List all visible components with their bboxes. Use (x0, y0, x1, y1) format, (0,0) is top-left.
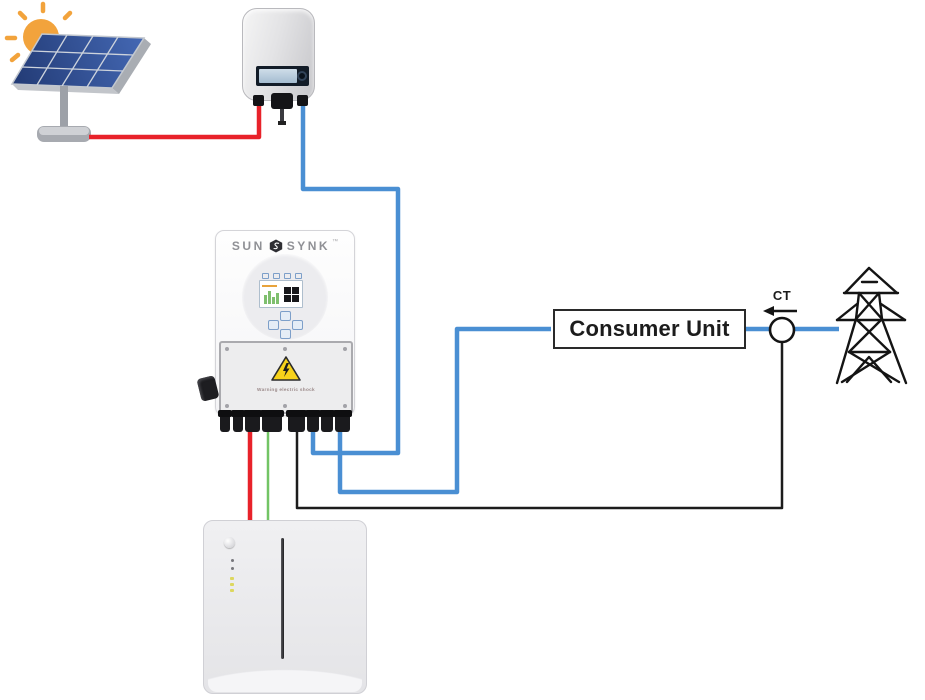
battery-handle-slot (281, 538, 284, 659)
wiring-box: Warning electric shock (219, 341, 353, 414)
pv-input-connector (253, 95, 264, 106)
hybrid-lcd-screen (259, 280, 303, 308)
battery-grid-tiles (284, 287, 299, 302)
gland (218, 410, 232, 432)
ac-output-connector (297, 95, 308, 106)
connector-stem-tip (278, 121, 286, 125)
wire-hybrid-to-consumer-unit (337, 326, 551, 495)
connector-stem (280, 109, 284, 124)
battery-base-sheen (208, 658, 362, 692)
panel-stand-post (60, 86, 68, 128)
logo-sun-text: SUN (231, 239, 265, 253)
gland-ac-in (305, 410, 321, 432)
ct-label: CT (772, 288, 792, 303)
wire-ct-sense (295, 342, 784, 510)
display-glass (259, 69, 297, 83)
warning-text: Warning electric shock (257, 387, 315, 393)
gland-battery-comm (260, 410, 284, 432)
energy-chart (260, 281, 280, 307)
gland-ct (286, 410, 307, 432)
sunsynk-hexagon-icon (269, 239, 282, 253)
gland-ac-out (333, 410, 352, 432)
consumer-unit-label: Consumer Unit (569, 316, 730, 341)
hybrid-inverter-icon: SUN SYNK ™ (196, 230, 355, 416)
battery-icon (203, 520, 367, 694)
display-button (297, 71, 307, 81)
wire-pv-dc (89, 104, 262, 140)
gland (231, 410, 245, 432)
ct-clamp-icon (763, 306, 797, 344)
grid-pylon-icon (835, 266, 908, 385)
logo-trademark: ™ (332, 239, 339, 245)
battery-power-button (224, 537, 235, 548)
cable-glands (218, 410, 353, 436)
warning-triangle-icon (271, 356, 301, 381)
logo-synk-text: SYNK (286, 239, 331, 253)
hybrid-display-disc (242, 254, 328, 340)
consumer-unit-box: Consumer Unit (553, 309, 746, 349)
status-icons (262, 273, 302, 279)
gland-battery-positive (243, 410, 262, 432)
sunsynk-logo: SUN SYNK ™ (216, 239, 354, 253)
string-inverter-display (256, 66, 309, 86)
gland (319, 410, 335, 432)
solar-panel-icon (10, 33, 151, 142)
ac-plug-connector (271, 93, 293, 109)
wire-string-to-hybrid (300, 105, 401, 456)
string-inverter-icon (242, 8, 315, 101)
